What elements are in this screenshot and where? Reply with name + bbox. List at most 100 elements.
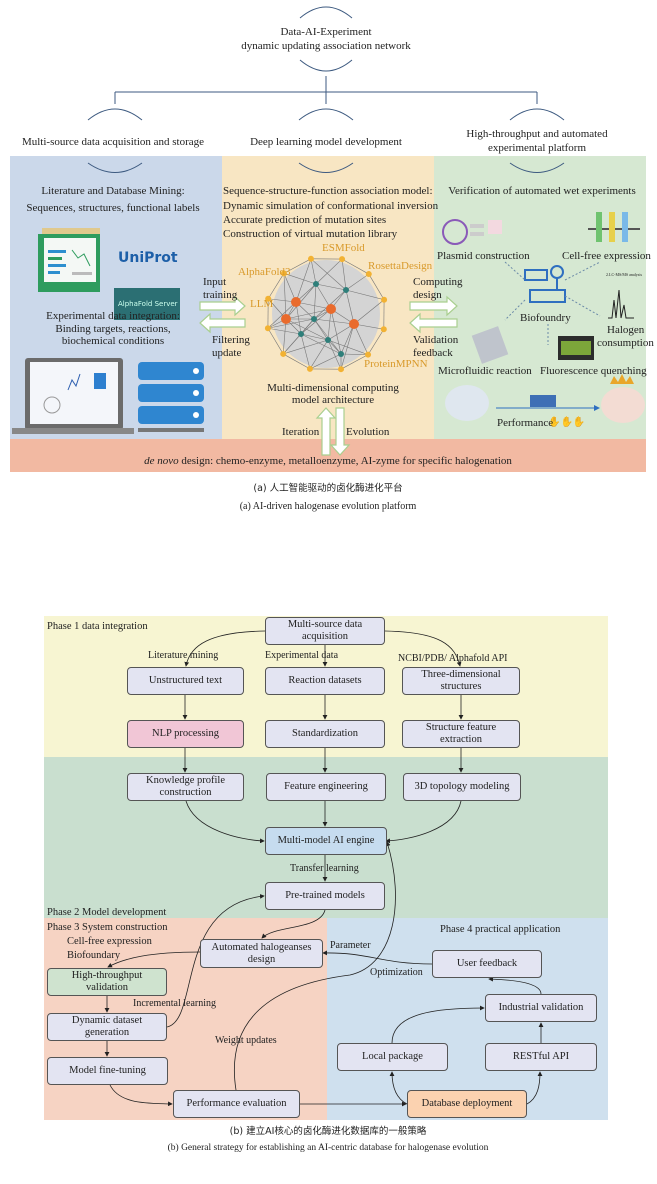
edge-ncbi: NCBI/PDB/ Alphafold API	[398, 653, 508, 664]
box-feature-engineering: Feature engineering	[266, 773, 386, 801]
box-multi-source: Multi-source data acquisition	[265, 617, 385, 645]
box-fine-tuning: Model fine-tuning	[47, 1057, 168, 1085]
network-edge	[309, 353, 342, 370]
wet-exp-title: Verification of automated wet experiment…	[448, 185, 636, 197]
network-edge	[283, 273, 317, 285]
network-edge	[283, 353, 311, 370]
network-edge	[368, 273, 385, 300]
hierarchy-tree	[87, 6, 565, 121]
caption-b-en: (b) General strategy for establishing an…	[167, 1143, 489, 1153]
fluorescence-plate-icon	[558, 336, 594, 360]
network-edge	[327, 339, 342, 370]
model-line-2: Dynamic simulation of conformational inv…	[223, 200, 439, 212]
document-database-icon	[38, 228, 100, 292]
network-node	[325, 337, 331, 343]
cellfree-label: Cell-free expression	[562, 250, 651, 262]
network-edge	[267, 273, 285, 299]
validation-label-2: feedback	[413, 347, 453, 359]
network-edge	[283, 258, 312, 274]
performance-label: Performance	[497, 417, 554, 429]
edge-literature-mining: Literature mining	[148, 650, 219, 661]
network-node	[380, 326, 387, 333]
exp-title: Experimental data integration:	[46, 310, 180, 322]
column-header-model: Deep learning model development	[250, 136, 402, 148]
compute-label-1: Computing	[413, 276, 463, 288]
network-edge	[345, 273, 369, 291]
box-restful-api: RESTful API	[485, 1043, 597, 1071]
network-edge	[313, 283, 317, 320]
network-edge	[345, 289, 355, 325]
edge-weight-updates: Weight updates	[215, 1035, 277, 1046]
network-node	[338, 351, 344, 357]
box-performance-evaluation: Performance evaluation	[173, 1090, 300, 1118]
box-pretrained-models: Pre-trained models	[265, 882, 385, 910]
caption-a-en: (a) AI-driven halogenase evolution platf…	[239, 501, 417, 512]
de-novo-rest: design: chemo-enzyme, metalloenzyme, AI-…	[178, 455, 512, 467]
network-edge	[295, 258, 312, 303]
input-label-2: training	[203, 289, 238, 301]
tool-esmfold: ESMFold	[322, 242, 365, 254]
box-unstructured-text: Unstructured text	[127, 667, 244, 695]
network-edge	[353, 299, 385, 325]
network-node	[365, 351, 372, 358]
uniprot-logo: UniProt	[118, 250, 178, 266]
evolution-label: Evolution	[346, 426, 390, 438]
phase1-label: Phase 1 data integration	[47, 621, 148, 632]
network-subtitle: dynamic updating association network	[241, 40, 411, 52]
network-edge	[327, 323, 355, 341]
network-node	[311, 316, 317, 322]
arc-top	[299, 6, 353, 19]
network-node	[313, 281, 319, 287]
phase2-label: Phase 2 Model development	[47, 907, 167, 918]
mining-title: Literature and Database Mining:	[41, 185, 185, 197]
box-industrial-validation: Industrial validation	[485, 994, 597, 1022]
phase4-label: Phase 4 practical application	[440, 924, 561, 935]
box-database-deployment: Database deployment	[407, 1090, 527, 1118]
network-node	[298, 331, 304, 337]
part-a-graphics: ✋✋✋	[12, 162, 645, 456]
network-edge	[353, 323, 369, 355]
network-edge	[300, 333, 342, 355]
exp-sub-2: biochemical conditions	[61, 335, 165, 347]
box-reaction-datasets: Reaction datasets	[265, 667, 385, 695]
model-line-1: Sequence-structure-function association …	[223, 185, 433, 197]
network-edge	[295, 301, 332, 310]
box-three-dimensional: Three-dimensional structures	[402, 667, 520, 695]
network-node	[264, 325, 271, 332]
edge-transfer-learning: Transfer learning	[290, 863, 359, 874]
edge-optimization: Optimization	[370, 967, 423, 978]
box-dynamic-dataset: Dynamic dataset generation	[47, 1013, 167, 1041]
column-header-data: Multi-source data acquisition and storag…	[21, 136, 205, 148]
network-node	[306, 365, 313, 372]
network-edge	[315, 258, 343, 285]
phase3-sub-2: Biofoundary	[67, 950, 121, 961]
network-node	[280, 350, 287, 357]
network-title: Data-AI-Experiment	[280, 26, 372, 38]
network-node	[365, 271, 372, 278]
box-3d-topology: 3D topology modeling	[403, 773, 521, 801]
filter-label-2: update	[212, 347, 242, 359]
phase3-sub-1: Cell-free expression	[67, 936, 152, 947]
alphafold-logo-text: AlphaFold Server	[118, 300, 178, 308]
network-edge	[283, 273, 297, 303]
compute-label-2: design	[413, 289, 442, 301]
test-tubes-icon	[588, 212, 640, 242]
thumbs-up-icons: ✋✋✋	[548, 415, 585, 428]
network-edge	[367, 329, 385, 355]
de-novo-design-text: de novo design: chemo-enzyme, metalloenz…	[144, 455, 512, 468]
microfluidic-label: Microfluidic reaction	[438, 365, 532, 377]
microfluidic-icon	[471, 326, 509, 364]
network-node	[307, 255, 314, 262]
phase3-label: Phase 3 System construction	[47, 922, 168, 933]
model-line-3: Accurate prediction of mutation sites	[223, 214, 387, 226]
network-edge	[340, 323, 355, 370]
tool-proteinmpnn: ProteinMPNN	[364, 358, 428, 370]
model-line-4: Construction of virtual mutation library	[223, 228, 398, 240]
architecture-line-1: Multi-dimensional computing	[267, 382, 399, 394]
fluorescence-label: Fluorescence quenching	[540, 365, 647, 377]
network-edge	[300, 333, 329, 341]
halogen-label-2: consumption	[597, 337, 654, 349]
network-node	[326, 304, 336, 314]
network-edge	[341, 258, 369, 275]
